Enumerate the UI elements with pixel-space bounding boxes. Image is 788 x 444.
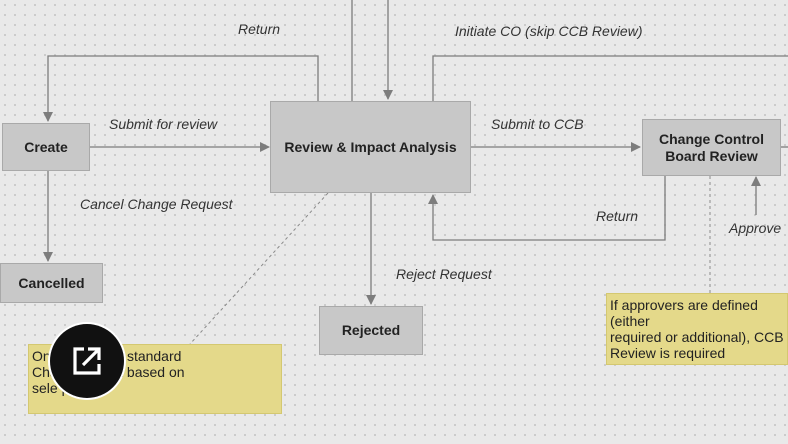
node-cancelled[interactable]: Cancelled bbox=[0, 263, 103, 303]
edge-initiate-co bbox=[432, 55, 788, 101]
note-right-text: If approvers are defined (either require… bbox=[610, 297, 784, 361]
label-submit-for-review: Submit for review bbox=[109, 116, 218, 132]
node-rejected[interactable]: Rejected bbox=[319, 306, 423, 355]
note-right: If approvers are defined (either require… bbox=[606, 293, 788, 365]
node-change-control-board-review[interactable]: Change Control Board Review bbox=[642, 119, 781, 176]
ccb-label-line1: Change Control bbox=[659, 130, 764, 147]
external-link-icon bbox=[73, 347, 101, 375]
label-submit-to-ccb: Submit to CCB bbox=[491, 116, 584, 132]
ccb-label-line2: Board Review bbox=[665, 147, 758, 164]
edge-return-to-create bbox=[43, 55, 319, 122]
label-return-ccb: Return bbox=[596, 208, 639, 224]
node-review-impact-analysis[interactable]: Review & Impact Analysis bbox=[270, 101, 471, 193]
label-return-top: Return bbox=[238, 21, 281, 37]
label-initiate-co: Initiate CO (skip CCB Review) bbox=[455, 23, 643, 39]
node-create[interactable]: Create bbox=[2, 123, 90, 171]
label-approve: Approve bbox=[729, 220, 782, 236]
edge-return-to-review bbox=[428, 176, 666, 241]
note-link-left bbox=[189, 192, 329, 345]
label-reject-request: Reject Request bbox=[396, 266, 492, 282]
open-external-button[interactable] bbox=[50, 324, 124, 398]
label-cancel-change-request: Cancel Change Request bbox=[80, 196, 233, 212]
